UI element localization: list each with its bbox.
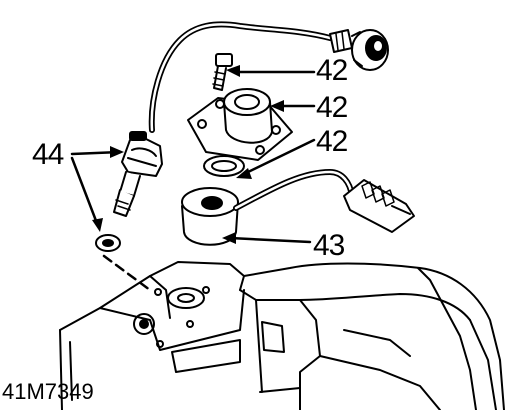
sensor-harness xyxy=(148,21,333,133)
engine-housing xyxy=(59,261,505,410)
switch-plug xyxy=(343,179,415,233)
switch-cable xyxy=(233,169,355,211)
callout-42-mount: 42 xyxy=(316,91,348,124)
figure-code: 41M7349 xyxy=(2,379,94,404)
leader-arrowheads xyxy=(92,65,284,244)
sealing-ring xyxy=(203,155,245,177)
callout-42-seal: 42 xyxy=(316,125,348,158)
temperature-sensor xyxy=(113,131,163,217)
harness-connector xyxy=(329,29,389,71)
installation-guide-line xyxy=(102,254,152,292)
mounting-bolt xyxy=(212,53,233,91)
callout-44-sensor: 44 xyxy=(32,138,64,171)
switch-mounting-bracket xyxy=(187,88,293,161)
callout-43-switch: 43 xyxy=(313,229,345,262)
pressure-switch xyxy=(181,187,239,246)
sensor-washer xyxy=(95,234,121,252)
callout-42-bolt: 42 xyxy=(316,54,348,87)
